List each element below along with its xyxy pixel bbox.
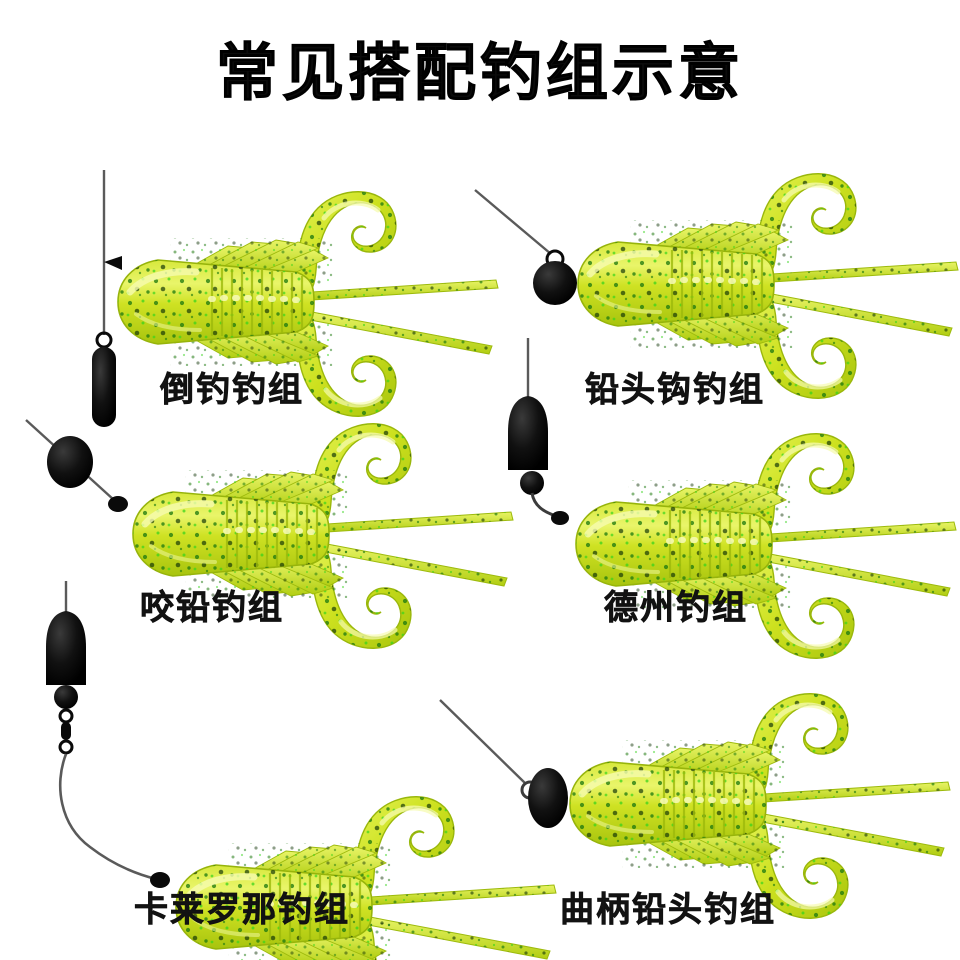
rig-label-split-shot: 咬铅钓组 xyxy=(140,589,284,628)
page-title: 常见搭配钓组示意 xyxy=(215,39,744,109)
hook-icon xyxy=(150,872,170,888)
hook-icon xyxy=(108,496,128,512)
rig-label-carolina: 卡莱罗那钓组 xyxy=(134,891,350,930)
leader-line xyxy=(59,753,157,881)
ring-icon xyxy=(95,331,113,349)
bead-icon xyxy=(520,471,544,495)
rig-label-drop-shot: 倒钓钓组 xyxy=(160,371,304,410)
rig-split-shot[interactable] xyxy=(10,390,510,660)
bullet-sinker-icon xyxy=(508,396,548,470)
cylinder-drop-shot-weight-icon xyxy=(92,347,116,427)
rig-jig-head[interactable] xyxy=(465,170,960,430)
hook-icon xyxy=(104,256,122,270)
bullet-sinker-icon xyxy=(46,611,86,685)
rig-offset-jig-head[interactable] xyxy=(430,690,960,920)
round-jig-head-weight-icon xyxy=(533,261,577,305)
round-split-shot-weight-icon xyxy=(47,436,93,488)
bead-icon xyxy=(54,685,78,709)
oval-jig-head-weight-icon xyxy=(528,768,568,828)
rig-carolina[interactable] xyxy=(10,575,520,915)
rig-texas[interactable] xyxy=(480,330,960,660)
rig-label-texas: 德州钓组 xyxy=(604,589,748,628)
rig-drop-shot[interactable] xyxy=(40,160,470,430)
diagonal-line xyxy=(439,699,527,785)
rig-label-offset-jig-head: 曲柄铅头钓组 xyxy=(560,891,776,930)
rig-label-jig-head: 铅头钩钓组 xyxy=(585,371,765,410)
leader-line xyxy=(530,492,557,518)
swivel-icon xyxy=(58,708,74,755)
hook-icon xyxy=(551,511,569,525)
diagonal-line xyxy=(474,189,552,255)
